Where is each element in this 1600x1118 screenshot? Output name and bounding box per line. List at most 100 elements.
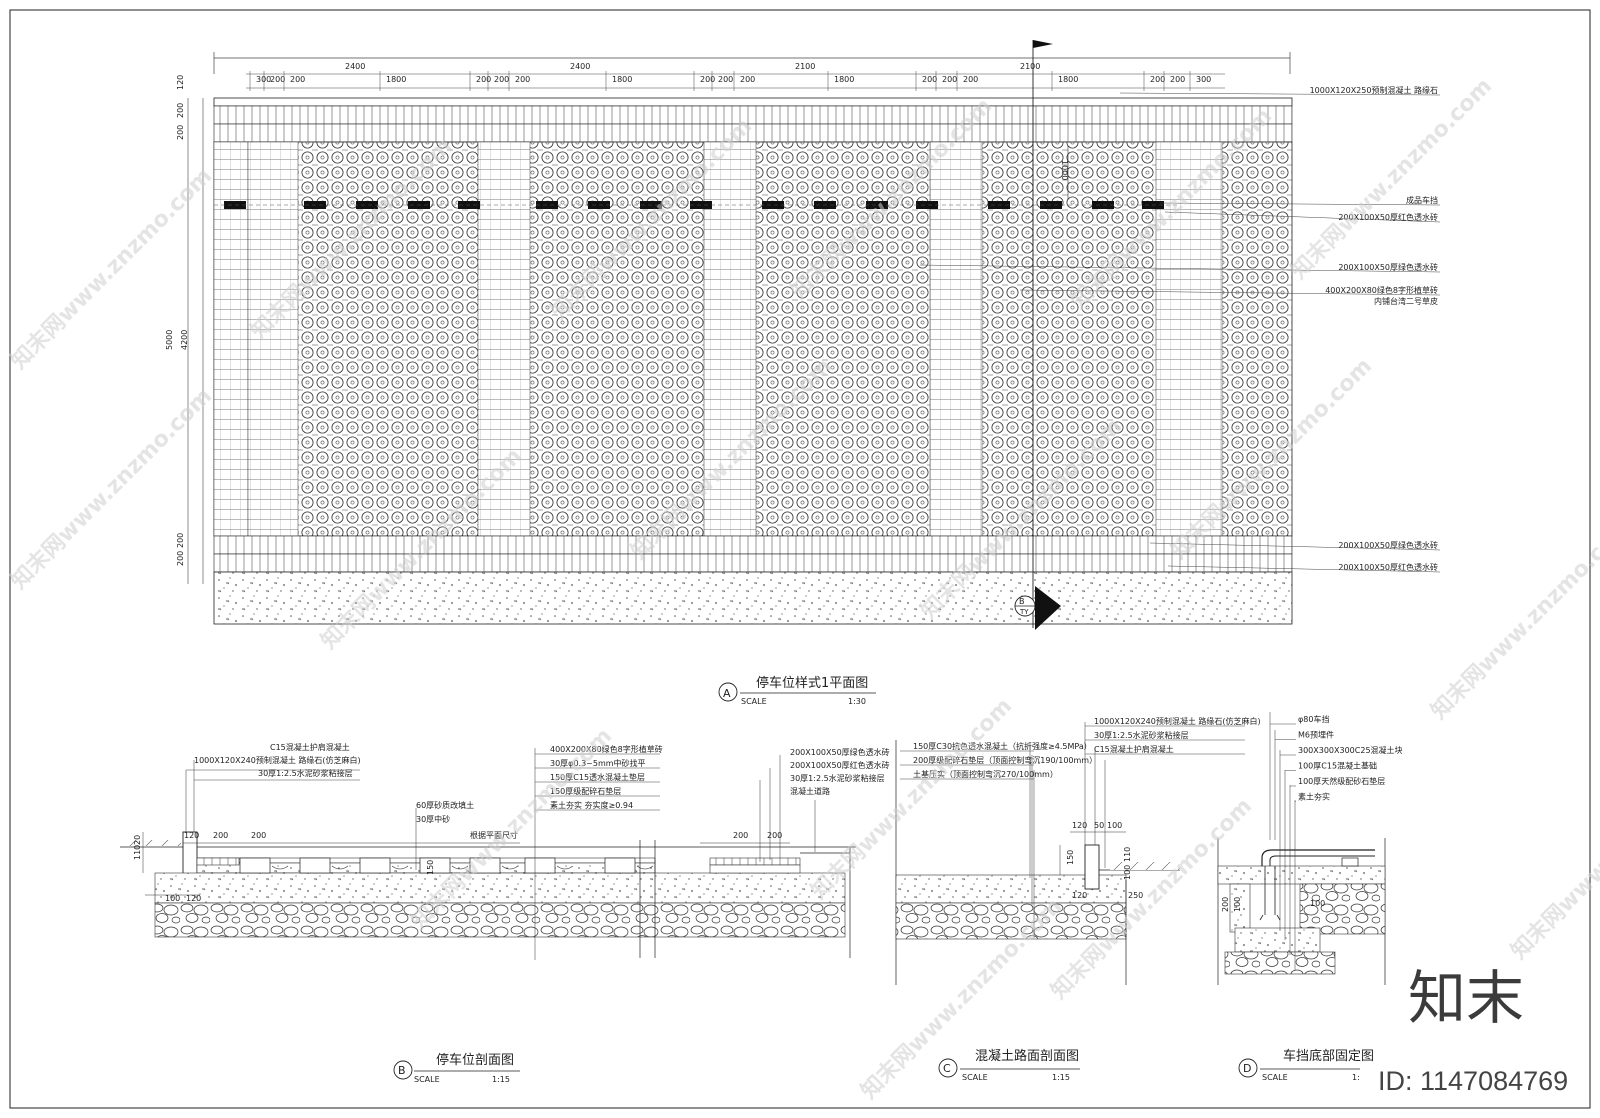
section-marker: B TY — [1014, 586, 1061, 630]
section-b-scale-label: SCALE — [414, 1075, 440, 1084]
wheel-stop-pipe — [1261, 849, 1375, 866]
section-b-letter: B — [398, 1064, 406, 1077]
paver-block — [359, 857, 391, 874]
plan-callout: 成品车挡 — [1406, 195, 1438, 205]
top-dim-minor: 1800 — [612, 75, 632, 84]
section-c-title-block: C 混凝土路面剖面图 SCALE 1:15 — [938, 1048, 1080, 1082]
top-dim-minor: 200 — [718, 75, 733, 84]
wheel-stop — [916, 201, 938, 209]
section-d-dim: 200 — [1221, 897, 1230, 912]
wheel-stop — [866, 201, 888, 209]
section-b-label: 30厚中砂 — [416, 814, 450, 824]
section-c-label: 150厚C30抗色透水混凝土（抗折强度≥4.5MPa） — [913, 741, 1092, 751]
wheel-stop — [356, 201, 378, 209]
section-d-scale-label: SCALE — [1262, 1073, 1288, 1082]
wheel-stop — [762, 201, 784, 209]
aisle-strip-2 — [247, 141, 299, 537]
section-d-letter: D — [1243, 1062, 1251, 1075]
curb-strip-top — [213, 97, 1293, 107]
section-d-label: 素土夯实 — [1298, 792, 1330, 802]
brand-logo: 知末 — [1408, 964, 1524, 1032]
section-c-label: 土基压实（顶面控制弯沉270/100mm） — [913, 769, 1058, 779]
section-b-label: C15混凝土护肩混凝土 — [270, 742, 350, 752]
top-dim-minor: 200 — [515, 75, 530, 84]
plan-callout: 1000X120X250预制混凝土 路缘石 — [1310, 85, 1438, 95]
top-dim-minor: 200 — [270, 75, 285, 84]
section-c-dim: 120 — [1072, 821, 1087, 830]
top-dim-major: 2100 — [795, 62, 815, 71]
section-b-label: 30厚1:2.5水泥砂浆粘接层 — [258, 768, 353, 778]
section-b-label: 1000X120X240预制混凝土 路缘石(仿芝麻白) — [194, 755, 361, 765]
section-c-label: 30厚1:2.5水泥砂浆粘接层 — [1094, 730, 1189, 740]
section-b-dim: 200 — [213, 831, 228, 840]
paver-block — [419, 857, 451, 874]
section-c-labels: 150厚C30抗色透水混凝土（抗折强度≥4.5MPa） 200厚级配碎石垫层（顶面… — [900, 716, 1261, 900]
brick-band-top-1 — [213, 105, 1293, 125]
section-arrow-icon — [1035, 586, 1061, 630]
top-dim-minor: 200 — [740, 75, 755, 84]
section-d-labels: φ80车挡M6预埋件300X300X300C25混凝土块100厚C15混凝土基础… — [1221, 714, 1403, 912]
left-dim: 200 — [176, 125, 185, 140]
section-b-label: 素土夯实 夯实度≥0.94 — [550, 800, 633, 810]
watermark: 知末网www.znzmo.com — [6, 383, 217, 594]
plan-callout: 200X100X50厚绿色透水砖 — [1338, 262, 1438, 272]
section-d-label: M6预埋件 — [1298, 730, 1334, 740]
section-c-dim: 110 — [1123, 847, 1132, 862]
top-dim-minor: 200 — [290, 75, 305, 84]
section-d-label: 100厚C15混凝土基础 — [1298, 761, 1377, 771]
concrete-road — [213, 571, 1293, 625]
section-b-title: 停车位剖面图 — [436, 1052, 514, 1068]
top-dim-minor: 200 — [1170, 75, 1185, 84]
section-c-label: 200厚级配碎石垫层（顶面控制弯沉190/100mm） — [913, 755, 1097, 765]
sheet-border — [9, 9, 1591, 1109]
section-d-label: 100厚天然级配砂石垫层 — [1298, 776, 1385, 786]
top-dim-minor: 200 — [963, 75, 978, 84]
section-b-dim: 200 — [767, 831, 782, 840]
top-dim-minor: 300 — [1196, 75, 1211, 84]
top-dim-minor: 200 — [700, 75, 715, 84]
plan-callout: 200X100X50厚红色透水砖 — [1338, 562, 1438, 572]
left-dim: 200 — [176, 551, 185, 566]
aisle-strip-6 — [1155, 141, 1223, 537]
left-dim: 200 — [176, 103, 185, 118]
paver-block — [524, 857, 556, 874]
watermark: 知末网www.znzmo.com — [1286, 73, 1497, 284]
top-dim-major: 2400 — [570, 62, 590, 71]
section-b-dim: 150 — [426, 860, 435, 875]
paver-blocks — [196, 857, 654, 874]
brick-band-bottom-1 — [213, 535, 1293, 555]
section-d-label: φ80车挡 — [1298, 714, 1329, 724]
flag-icon — [1033, 40, 1053, 48]
section-c-scale: 1:15 — [1052, 1073, 1070, 1082]
plan-callout: 400X200X80绿色8字形植草砖 — [1325, 285, 1438, 295]
section-b-note: 根据平面尺寸 — [470, 830, 518, 840]
watermark: 知末网www.znzmo.com — [806, 693, 1017, 904]
section-b-label: 30厚φ0.3~5mm中砂找平 — [550, 758, 646, 768]
section-mark-letter: B — [1019, 597, 1025, 606]
top-dim-minor: 300 — [256, 75, 271, 84]
aisle-strip-3 — [477, 141, 531, 537]
top-dim-minor: 1800 — [834, 75, 854, 84]
left-dim: 200 — [176, 533, 185, 548]
section-c: 150厚C30抗色透水混凝土（抗折强度≥4.5MPa） 200厚级配碎石垫层（顶面… — [895, 716, 1261, 1082]
section-b-dim: 120 — [186, 894, 201, 903]
plan-title-letter: A — [723, 687, 731, 700]
top-dim-minor: 200 — [922, 75, 937, 84]
section-c-letter: C — [943, 1062, 951, 1075]
plan-callout: 内铺台湾二号草皮 — [1374, 296, 1438, 306]
section-b-label: 150厚级配碎石垫层 — [550, 786, 621, 796]
layer-gravel-c — [895, 902, 1127, 940]
section-c-dim: 120 — [1072, 891, 1087, 900]
plan-title-block: A 停车位样式1平面图 SCALE 1:30 — [718, 675, 876, 706]
curb-c — [1084, 844, 1100, 890]
paver-block — [469, 857, 501, 874]
section-c-label: C15混凝土护肩混凝土 — [1094, 744, 1174, 754]
section-c-scale-label: SCALE — [962, 1073, 988, 1082]
section-b-dim: 200 — [251, 831, 266, 840]
top-dim-minor: 1800 — [1058, 75, 1078, 84]
